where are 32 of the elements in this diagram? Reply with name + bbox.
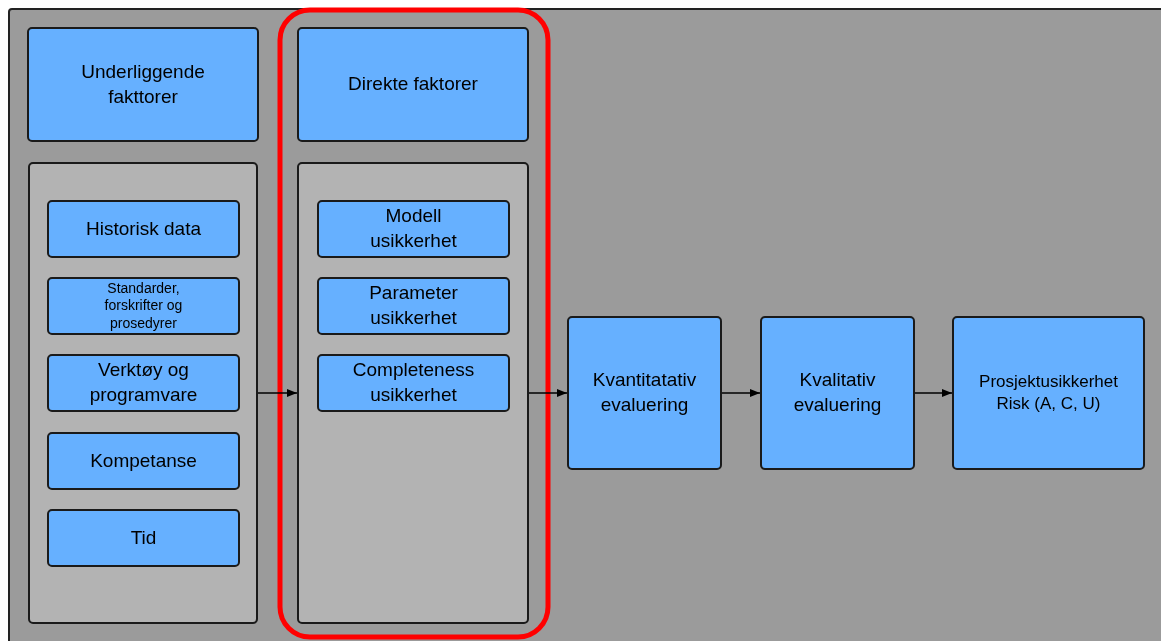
box-label: Modell usikkerhet — [369, 204, 458, 253]
box-label: Standarder, forskrifter og prosedyrer — [103, 279, 184, 333]
process-box — [317, 277, 510, 335]
box-label: Kvantitatativ evaluering — [591, 368, 698, 417]
box-label: Direkte faktorer — [347, 72, 479, 97]
box-label: Completeness usikkerhet — [351, 358, 476, 407]
group-panel — [297, 162, 529, 624]
process-box — [760, 316, 915, 470]
process-box — [47, 354, 240, 412]
arrow — [528, 389, 568, 397]
process-box — [567, 316, 722, 470]
arrow — [721, 389, 761, 397]
process-box — [317, 354, 510, 412]
arrow — [257, 389, 298, 397]
box-label: Kompetanse — [89, 448, 198, 473]
box-label: Historisk data — [84, 216, 203, 241]
process-box — [952, 316, 1145, 470]
box-label: Verktøy og programvare — [88, 358, 199, 407]
process-box — [47, 277, 240, 335]
process-box — [317, 200, 510, 258]
box-label: Tid — [129, 525, 158, 550]
process-box — [47, 200, 240, 258]
box-label: Prosjektusikkerhet Risk (A, C, U) — [978, 370, 1119, 415]
arrow — [914, 389, 953, 397]
process-box — [47, 509, 240, 567]
process-box — [297, 27, 529, 142]
box-label: Kvalitativ evaluering — [792, 368, 883, 417]
group-panel — [28, 162, 258, 624]
process-box — [47, 432, 240, 490]
process-box — [27, 27, 259, 142]
box-label: Underliggende fakttorer — [80, 59, 206, 109]
box-label: Parameter usikkerhet — [368, 281, 459, 330]
